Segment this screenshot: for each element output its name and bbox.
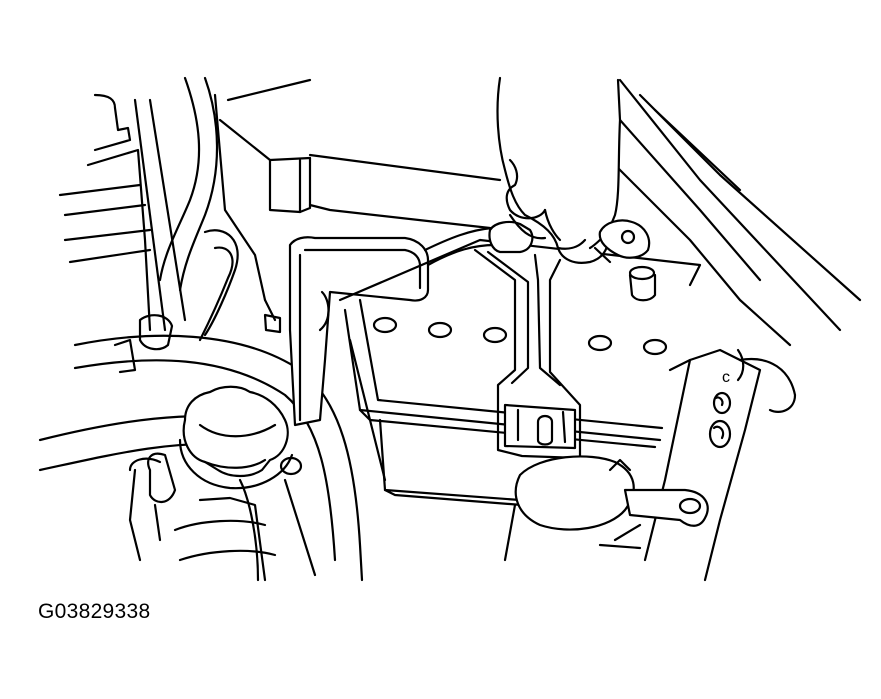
upper-housing (218, 78, 502, 322)
reservoir-cap (128, 385, 317, 582)
positive-terminal-cover (503, 455, 709, 562)
figure-id-label: G03829338 (38, 600, 151, 623)
hold-down-post (263, 236, 430, 427)
left-frame-bracket (58, 93, 267, 332)
rail-mark-a: c (722, 369, 730, 386)
hand (496, 76, 622, 264)
right-frame-rails: c (608, 78, 862, 582)
left-hoses (38, 76, 364, 582)
wrench-terminal-nut (593, 219, 651, 264)
